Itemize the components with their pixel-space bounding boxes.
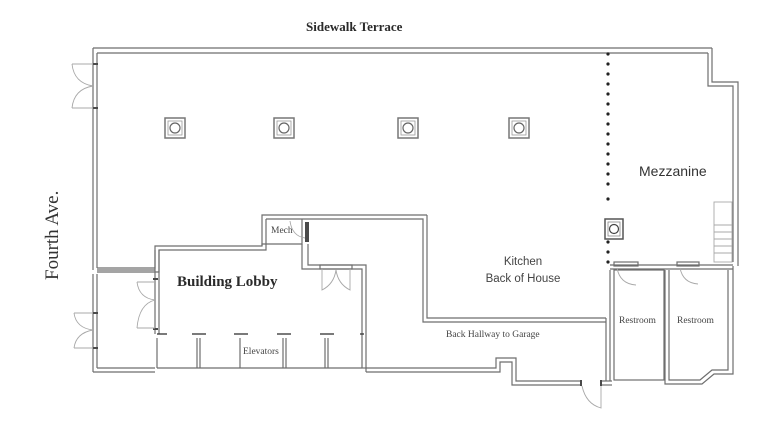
- mech-label: Mech: [271, 226, 293, 236]
- column-icon: [164, 117, 186, 139]
- mezzanine-label: Mezzanine: [639, 163, 707, 179]
- restroom-2-label: Restroom: [677, 316, 714, 326]
- elevators-label: Elevators: [243, 347, 279, 357]
- interior-walls: [97, 201, 734, 386]
- kitchen-label-line1: Kitchen: [503, 256, 543, 268]
- column-icon: [273, 117, 295, 139]
- stairs: [713, 201, 733, 263]
- exterior-walls: [92, 47, 739, 373]
- column-icon: [397, 117, 419, 139]
- restroom-1-label: Restroom: [619, 316, 656, 326]
- column-icon: [604, 218, 624, 240]
- column-icon: [508, 117, 530, 139]
- kitchen-label-line2: Back of House: [485, 273, 561, 285]
- mezzanine-edge-dotted-line: [606, 52, 610, 264]
- sidewalk-terrace-label: Sidewalk Terrace: [306, 19, 403, 34]
- kitchen-label: Kitchen Back of House: [478, 254, 568, 288]
- columns: [164, 117, 624, 240]
- back-hallway-label: Back Hallway to Garage: [446, 330, 540, 340]
- doors: [71, 63, 602, 409]
- building-lobby-label: Building Lobby: [177, 274, 278, 290]
- fourth-ave-label: Fourth Ave.: [42, 190, 63, 280]
